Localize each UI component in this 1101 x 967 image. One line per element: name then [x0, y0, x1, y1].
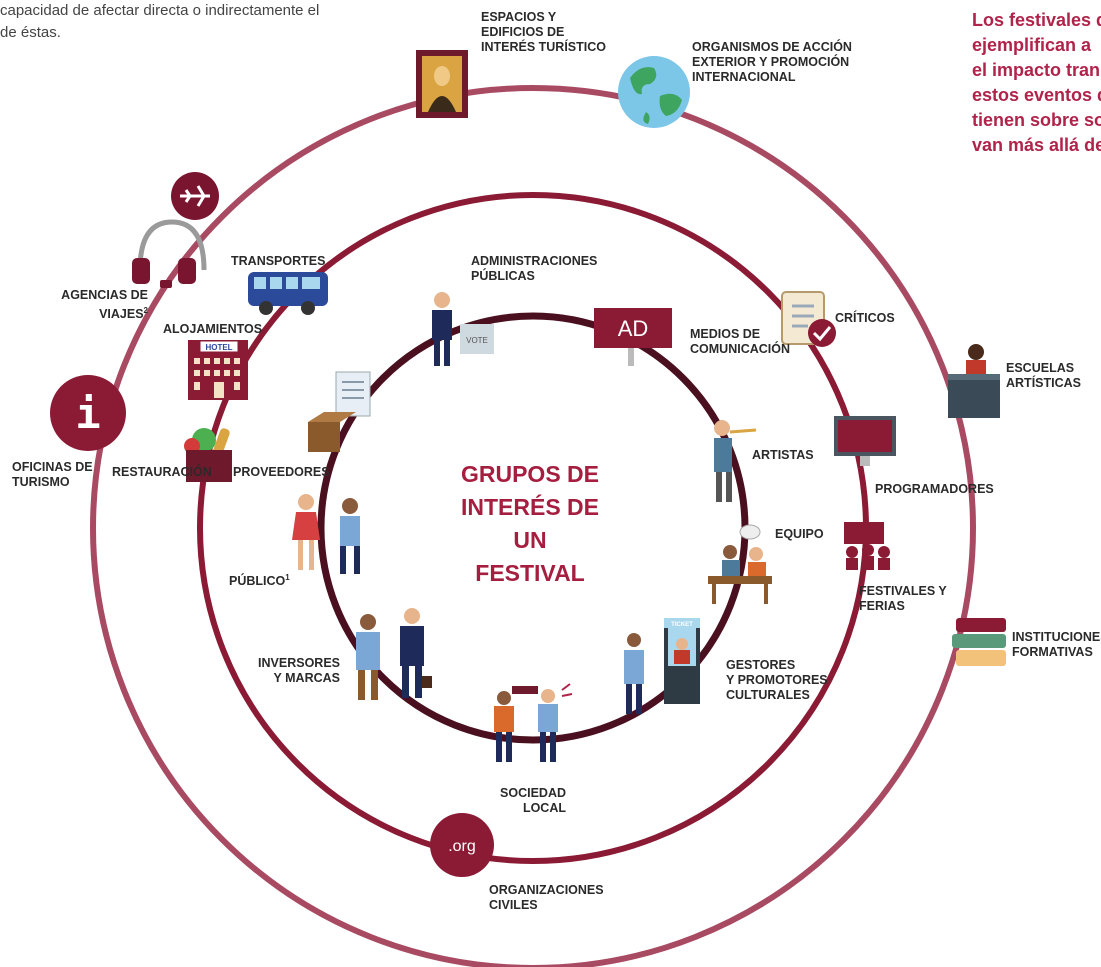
ballot-box-label: VOTE: [466, 336, 488, 345]
plane-badge-icon: [171, 172, 219, 220]
label-equipo: EQUIPO: [775, 527, 824, 541]
label-artistas: ARTISTAS: [752, 448, 814, 462]
audience-couple-icon: [292, 494, 360, 574]
label-restauracion: RESTAURACIÓN: [112, 465, 212, 479]
hotel-sign: HOTEL: [205, 343, 232, 352]
label-alojamientos: ALOJAMIENTOS: [163, 322, 263, 336]
ticket-booth-icon: TICKET: [624, 618, 700, 714]
team-icon: [708, 524, 772, 604]
crowd-icon: [844, 522, 890, 570]
label-proveedores: PROVEEDORES: [233, 465, 330, 479]
globe-icon: [618, 56, 690, 128]
label-transportes: TRANSPORTES: [231, 254, 326, 268]
label-organismos: ORGANISMOS DE ACCIÓN EXTERIOR Y PROMOCIÓ…: [692, 40, 852, 84]
ballot-box-icon: VOTE: [460, 324, 494, 354]
label-gestores: GESTORES Y PROMOTORES CULTURALES: [726, 658, 828, 702]
org-badge-icon: .org: [430, 813, 494, 877]
label-organizaciones: ORGANIZACIONES CIVILES: [489, 883, 604, 912]
headset-icon: [132, 219, 207, 288]
painting-icon: [416, 50, 468, 118]
investors-icon: [356, 608, 432, 700]
label-medios: MEDIOS DE COMUNICACIÓN: [690, 327, 790, 356]
books-icon: [952, 618, 1006, 666]
label-oficinas: OFICINAS DE TURISMO: [12, 460, 93, 489]
pull-quote: Los festivales d ejemplifican a el impac…: [972, 10, 1101, 155]
label-publico: PÚBLICO1: [229, 573, 290, 589]
label-festivales: FESTIVALES Y FERIAS: [859, 584, 947, 613]
label-administraciones: ADMINISTRACIONES PÚBLICAS: [471, 254, 598, 283]
local-society-icon: [494, 683, 573, 762]
footnote-1: 1: [285, 573, 290, 582]
label-inversores: INVERSORES Y MARCAS: [258, 656, 340, 685]
clipboard-icon: [781, 291, 836, 347]
label-sociedad: SOCIEDAD LOCAL: [500, 786, 566, 815]
info-symbol: i: [75, 389, 100, 438]
outer-ring: [90, 85, 976, 967]
info-badge-icon: i: [50, 375, 126, 451]
trumpet-player-icon: [714, 420, 757, 502]
intro-paragraph: capacidad de afectar directa o indirecta…: [0, 2, 320, 41]
footnote-2: 2: [143, 306, 148, 315]
label-instituciones: INSTITUCIONES FORMATIVAS: [1012, 630, 1101, 659]
billboard-icon: AD: [594, 308, 672, 366]
center-title: GRUPOS DE INTERÉS DE UN FESTIVAL: [460, 461, 600, 586]
label-programadores: PROGRAMADORES: [875, 482, 994, 496]
billboard-text: AD: [618, 316, 649, 341]
org-badge-text: .org: [448, 838, 476, 855]
label-escuelas: ESCUELAS ARTÍSTICAS: [1006, 361, 1081, 390]
ticket-sign: TICKET: [671, 622, 693, 628]
bus-icon: [248, 272, 328, 315]
politician-icon: [432, 292, 452, 366]
hotel-icon: HOTEL: [188, 340, 248, 400]
supplies-icon: [308, 371, 371, 452]
label-agencias: AGENCIAS DE VIAJES2: [61, 288, 148, 322]
grocery-basket-icon: [184, 428, 232, 482]
dj-booth-icon: [948, 344, 1000, 418]
monitor-icon: [834, 416, 896, 466]
label-espacios: ESPACIOS Y EDIFICIOS DE INTERÉS TURÍSTIC…: [481, 10, 607, 54]
label-criticos: CRÍTICOS: [835, 311, 895, 325]
